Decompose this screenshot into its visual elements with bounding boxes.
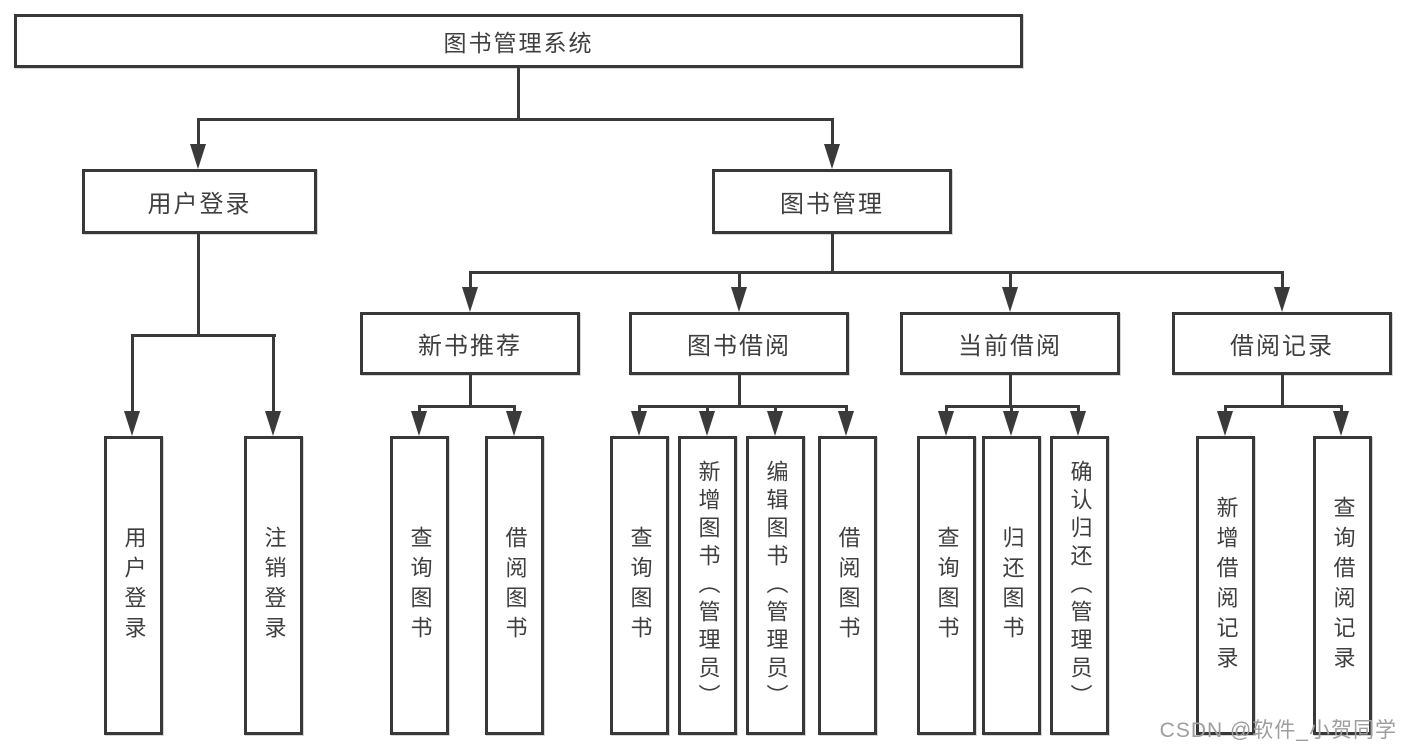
connector-line — [1009, 375, 1012, 405]
leaf-query-books-recommend: 查询图书 — [390, 436, 449, 735]
leaf-user-login: 用户登录 — [104, 436, 163, 735]
arrow-down-icon — [506, 411, 522, 436]
node-book-management: 图书管理 — [712, 169, 952, 234]
arrow-down-icon — [1003, 411, 1019, 436]
node-current-borrowing: 当前借阅 — [900, 312, 1120, 375]
arrow-down-icon — [767, 411, 783, 436]
connector-line — [469, 375, 472, 405]
connector-line — [1224, 405, 1343, 408]
arrow-down-icon — [1002, 287, 1018, 312]
arrow-down-icon — [411, 411, 427, 436]
leaf-borrow-books-recommend: 借阅图书 — [485, 436, 544, 735]
connector-line — [1009, 274, 1012, 288]
leaf-logout: 注销登录 — [244, 436, 303, 735]
arrow-down-icon — [838, 411, 854, 436]
leaf-return-books: 归还图书 — [982, 436, 1041, 735]
arrow-down-icon — [1217, 411, 1233, 436]
leaf-query-borrow-record: 查询借阅记录 — [1313, 436, 1372, 735]
arrow-down-icon — [1274, 287, 1290, 312]
connector-line — [831, 121, 834, 147]
connector-line — [197, 121, 200, 147]
arrow-down-icon — [1070, 411, 1086, 436]
node-user-login: 用户登录 — [82, 169, 317, 234]
arrow-down-icon — [462, 287, 478, 312]
connector-line — [1281, 375, 1284, 405]
connector-line — [517, 68, 520, 118]
connector-line — [197, 118, 834, 121]
connector-line — [945, 405, 1080, 408]
arrow-down-icon — [190, 144, 206, 169]
connector-line — [738, 375, 741, 405]
connector-line — [131, 334, 276, 337]
connector-line — [418, 405, 516, 408]
node-borrowing-records: 借阅记录 — [1172, 312, 1392, 375]
connector-line — [131, 337, 134, 412]
arrow-down-icon — [824, 144, 840, 169]
leaf-query-books-current: 查询图书 — [917, 436, 976, 735]
connector-line — [638, 405, 848, 408]
leaf-add-book-admin: 新增图书（管理员） — [678, 436, 737, 735]
arrow-down-icon — [699, 411, 715, 436]
connector-line — [197, 234, 200, 334]
leaf-add-borrow-record: 新增借阅记录 — [1196, 436, 1255, 735]
arrow-down-icon — [731, 287, 747, 312]
leaf-edit-book-admin: 编辑图书（管理员） — [746, 436, 805, 735]
node-book-borrowing: 图书借阅 — [629, 312, 849, 375]
arrow-down-icon — [631, 411, 647, 436]
leaf-confirm-return-admin: 确认归还（管理员） — [1050, 436, 1109, 735]
connector-line — [831, 234, 834, 271]
node-new-book-recommendation: 新书推荐 — [360, 312, 580, 375]
csdn-watermark: CSDN @软件_小贺同学 — [1159, 719, 1397, 742]
connector-line — [1281, 274, 1284, 288]
arrow-down-icon — [938, 411, 954, 436]
arrow-down-icon — [265, 411, 281, 436]
connector-line — [272, 337, 275, 412]
leaf-query-books-borrowing: 查询图书 — [610, 436, 669, 735]
root-node-library-management-system: 图书管理系统 — [14, 14, 1023, 68]
arrow-down-icon — [124, 411, 140, 436]
connector-line — [469, 271, 1284, 274]
leaf-borrow-books: 借阅图书 — [818, 436, 877, 735]
connector-line — [469, 274, 472, 288]
arrow-down-icon — [1333, 411, 1349, 436]
connector-line — [738, 274, 741, 288]
